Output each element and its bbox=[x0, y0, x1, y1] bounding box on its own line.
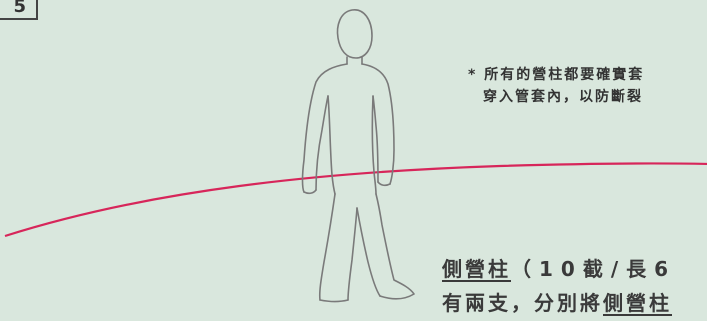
caption-line-2: 有兩支，分別將側營柱 bbox=[442, 286, 707, 320]
pole-sleeve-note: * 所有的營柱都要確實套 穿入管套內，以防斷裂 bbox=[468, 64, 707, 108]
side-pole-caption: 側營柱（10截/長6 有兩支，分別將側營柱 bbox=[442, 252, 707, 320]
person-outline-icon bbox=[301, 9, 415, 303]
tent-pole-icon bbox=[4, 162, 707, 238]
step-number-badge: 5 bbox=[0, 0, 38, 20]
caption-title: 側營柱 bbox=[442, 257, 511, 281]
caption-line-2-prefix: 有兩支，分別將 bbox=[442, 291, 603, 315]
step-number: 5 bbox=[13, 0, 26, 17]
caption-line-1: 側營柱（10截/長6 bbox=[442, 252, 707, 286]
note-line-2: 穿入管套內，以防斷裂 bbox=[483, 89, 643, 105]
caption-spec: （10截/長6 bbox=[511, 257, 677, 281]
note-line-1: * 所有的營柱都要確實套 bbox=[468, 67, 645, 83]
caption-line-2-underlined: 側營柱 bbox=[603, 291, 672, 315]
